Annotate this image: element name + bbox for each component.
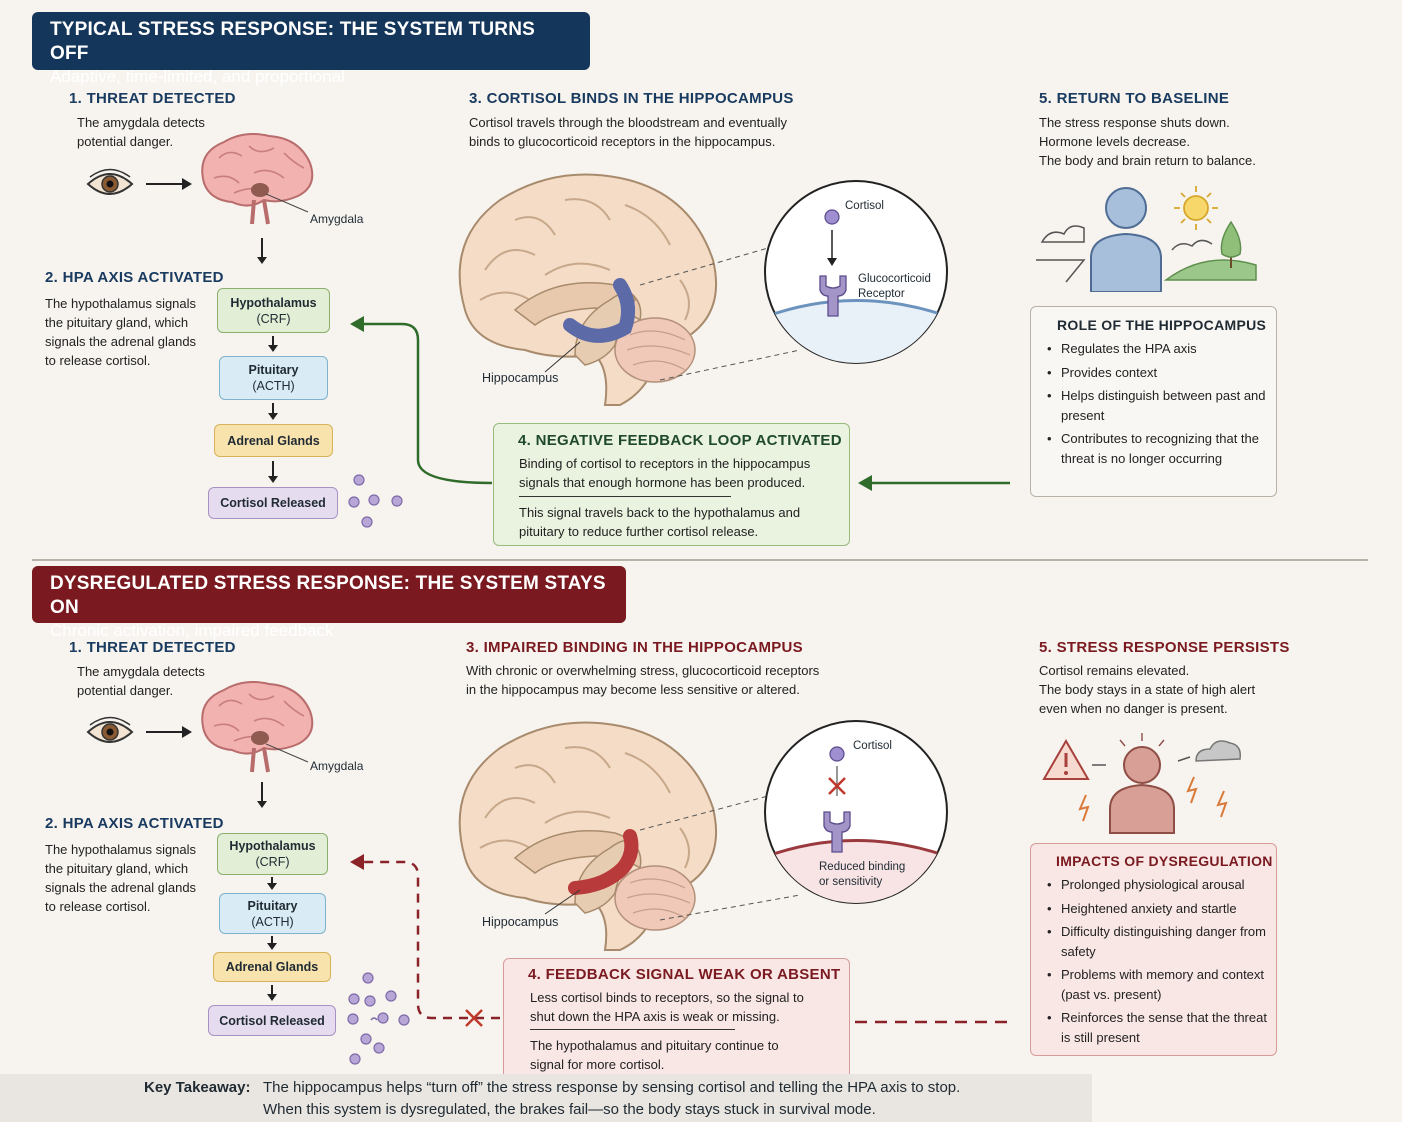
bottom-small-brain-icon (201, 681, 314, 773)
top-eye-icon (86, 168, 134, 195)
top-brain-sagittal-icon (458, 173, 717, 406)
impact-item: Difficulty distinguishing danger from sa… (1045, 922, 1269, 961)
dysregulated-banner: DYSREGULATED STRESS RESPONSE: THE SYSTEM… (32, 566, 626, 640)
typical-banner-subtitle: Adaptive, time-limited, and proportional (50, 67, 345, 86)
top-cortisol-molecules-icon (348, 474, 403, 528)
bottom-arrow-brain-to-hpa (257, 782, 267, 808)
bottom-step3-text: With chronic or overwhelming stress, glu… (466, 663, 820, 697)
bottom-cortisol-molecules-icon (347, 972, 410, 1065)
top-step1-title: 1. THREAT DETECTED (69, 90, 236, 107)
bottom-feedback-dashed-arrows (350, 854, 1012, 1027)
bottom-step4-text1: Less cortisol binds to receptors, so the… (530, 990, 804, 1024)
top-step2-title: 2. HPA AXIS ACTIVATED (45, 269, 224, 286)
top-arrow-adrenal-released (268, 461, 278, 483)
top-eye-arrow-icon (146, 178, 192, 190)
bottom-amygdala-pointer (266, 743, 309, 763)
top-step4-text1: Binding of cortisol to receptors in the … (519, 456, 811, 490)
top-step4-title: 4. NEGATIVE FEEDBACK LOOP ACTIVATED (518, 432, 842, 449)
role-item: Provides context (1045, 363, 1267, 383)
bottom-inset-cortisol-label: Cortisol (853, 740, 892, 752)
impact-item: Heightened anxiety and startle (1045, 899, 1269, 919)
bottom-arrow-pit-adrenal (267, 936, 277, 950)
bottom-feedback-divider (530, 1029, 735, 1030)
top-pituitary-node: Pituitary(ACTH) (219, 356, 328, 400)
top-feedback-box: 4. NEGATIVE FEEDBACK LOOP ACTIVATED Bind… (493, 423, 850, 546)
dysregulated-banner-subtitle: Chronic activation, impaired feedback (50, 621, 334, 640)
role-item: Regulates the HPA axis (1045, 339, 1267, 359)
top-feedback-arrows (350, 316, 1010, 491)
bottom-receptor-inset-icon (764, 720, 948, 904)
bottom-hippocampus-label: Hippocampus (482, 915, 559, 929)
top-arrow-brain-to-hpa (257, 238, 267, 264)
key-takeaway: Key Takeaway: The hippocampus helps “tur… (0, 1074, 1092, 1122)
top-step3-text: Cortisol travels through the bloodstream… (469, 115, 787, 149)
top-arrow-pit-adrenal (268, 403, 278, 420)
bottom-hypothalamus-node: Hypothalamus(CRF) (217, 833, 328, 875)
top-small-brain-icon (201, 133, 314, 225)
role-item: Contributes to recognizing that the thre… (1045, 429, 1267, 468)
bottom-step4-text2: The hypothalamus and pituitary continue … (530, 1038, 779, 1072)
bottom-step3-title: 3. IMPAIRED BINDING IN THE HIPPOCAMPUS (466, 639, 803, 656)
top-cortisol-released-node: Cortisol Released (208, 487, 338, 519)
takeaway-line2: When this system is dysregulated, the br… (263, 1101, 876, 1118)
role-list: Regulates the HPA axis Provides context … (1045, 339, 1267, 472)
top-feedback-divider (519, 496, 731, 497)
bottom-eye-arrow-icon (146, 726, 192, 738)
impacts-title: IMPACTS OF DYSREGULATION (1056, 853, 1273, 869)
typical-banner: TYPICAL STRESS RESPONSE: THE SYSTEM TURN… (32, 12, 590, 86)
role-hippocampus-box: ROLE OF THE HIPPOCAMPUS Regulates the HP… (1030, 306, 1277, 497)
section-divider (32, 559, 1368, 561)
bottom-amygdala-label: Amygdala (310, 759, 364, 773)
bottom-step4-title: 4. FEEDBACK SIGNAL WEAK OR ABSENT (528, 966, 841, 983)
bottom-eye-icon (86, 716, 134, 743)
bottom-step2-title: 2. HPA AXIS ACTIVATED (45, 815, 224, 832)
impacts-box: IMPACTS OF DYSREGULATION Prolonged physi… (1030, 843, 1277, 1056)
impacts-list: Prolonged physiological arousal Heighten… (1045, 875, 1269, 1051)
top-receptor-inset-icon (764, 180, 948, 364)
top-amygdala-label: Amygdala (310, 212, 364, 226)
bottom-step5-text: Cortisol remains elevated.The body stays… (1039, 663, 1256, 716)
impact-item: Prolonged physiological arousal (1045, 875, 1269, 895)
top-hypothalamus-node: Hypothalamus(CRF) (217, 288, 330, 333)
top-calm-person-icon (1036, 186, 1257, 292)
bottom-step5-title: 5. STRESS RESPONSE PERSISTS (1039, 639, 1290, 656)
takeaway-line1: The hippocampus helps “turn off” the str… (263, 1079, 961, 1096)
takeaway-label: Key Takeaway: (144, 1079, 251, 1096)
typical-banner-title: TYPICAL STRESS RESPONSE: THE SYSTEM TURN… (50, 19, 536, 64)
bottom-step1-title: 1. THREAT DETECTED (69, 639, 236, 656)
top-inset-cortisol-label: Cortisol (845, 200, 884, 212)
top-hippocampus-label: Hippocampus (482, 371, 559, 385)
bottom-adrenal-node: Adrenal Glands (213, 952, 331, 982)
impact-item: Problems with memory and context (past v… (1045, 965, 1269, 1004)
bottom-feedback-box: 4. FEEDBACK SIGNAL WEAK OR ABSENT Less c… (503, 958, 850, 1074)
role-title: ROLE OF THE HIPPOCAMPUS (1057, 317, 1267, 333)
top-adrenal-node: Adrenal Glands (214, 424, 333, 457)
role-item: Helps distinguish between past and prese… (1045, 386, 1267, 425)
bottom-stressed-person-icon (1042, 733, 1242, 834)
top-arrow-hypo-pit (268, 336, 278, 352)
dysregulated-banner-title: DYSREGULATED STRESS RESPONSE: THE SYSTEM… (50, 573, 606, 618)
top-step5-title: 5. RETURN TO BASELINE (1039, 90, 1230, 107)
bottom-brain-sagittal-icon (458, 721, 717, 951)
impact-item: Reinforces the sense that the threat is … (1045, 1008, 1269, 1047)
bottom-pituitary-node: Pituitary(ACTH) (219, 893, 326, 934)
top-step5-text: The stress response shuts down.Hormone l… (1039, 115, 1256, 168)
top-amygdala-pointer (266, 193, 309, 213)
top-inset-lines (640, 247, 800, 381)
bottom-cortisol-released-node: Cortisol Released (208, 1005, 336, 1036)
bottom-arrow-hypo-pit (267, 877, 277, 890)
bottom-arrow-adrenal-released (267, 985, 277, 1001)
top-step3-title: 3. CORTISOL BINDS IN THE HIPPOCAMPUS (469, 90, 794, 107)
top-step4-text2: This signal travels back to the hypothal… (519, 505, 801, 539)
bottom-inset-lines (640, 795, 800, 921)
